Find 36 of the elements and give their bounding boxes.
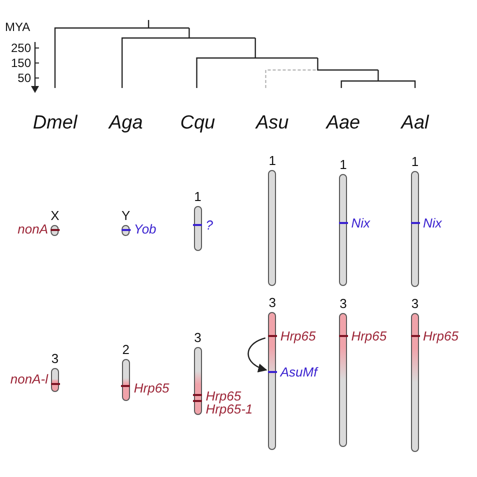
gene-label: nonA — [18, 222, 48, 236]
gene-label: Nix — [423, 216, 442, 230]
chromosome-number: 3 — [51, 352, 59, 366]
gene-label: Yob — [134, 222, 156, 236]
chromosome-number: 3 — [411, 297, 419, 311]
tick-label: 150 — [10, 57, 31, 69]
species-name: Asu — [256, 114, 289, 132]
axis-title: MYA — [5, 21, 30, 33]
chromosome-number: 1 — [340, 158, 347, 172]
gene-label: Hrp65 — [206, 388, 242, 404]
chromosome-number: 1 — [411, 155, 419, 169]
tick-label: 50 — [18, 72, 31, 84]
species-name: Dmel — [32, 114, 78, 132]
chromosome-number: 1 — [268, 154, 276, 168]
gene-label: Hrp65 — [423, 328, 458, 344]
gene-label: ? — [206, 218, 213, 232]
gene-label: Hrp65 — [134, 380, 170, 396]
species-name: Aga — [108, 114, 143, 132]
gene-label: Nix — [351, 216, 370, 230]
chromosome-number: 3 — [194, 331, 202, 345]
species-name: Aal — [401, 114, 429, 132]
gene-label: Hrp65-1 — [206, 402, 253, 416]
tick-label: 250 — [10, 42, 31, 54]
arrow — [248, 337, 268, 372]
species-name: Cqu — [180, 114, 216, 132]
gene-label: AsuMf — [280, 364, 318, 380]
gene-label: nonA-l — [10, 372, 48, 386]
chromosome-number: Y — [122, 209, 130, 223]
gene-label: Hrp65 — [351, 328, 387, 344]
gene-label: Hrp65 — [280, 328, 316, 344]
chromosome-number: 1 — [194, 190, 202, 204]
chromosome-number: 2 — [122, 343, 130, 357]
chromosome-number: 3 — [340, 297, 347, 311]
species-name: Aae — [326, 114, 360, 132]
chromosome-number: 3 — [268, 296, 276, 310]
chromosome-number: X — [50, 209, 60, 223]
